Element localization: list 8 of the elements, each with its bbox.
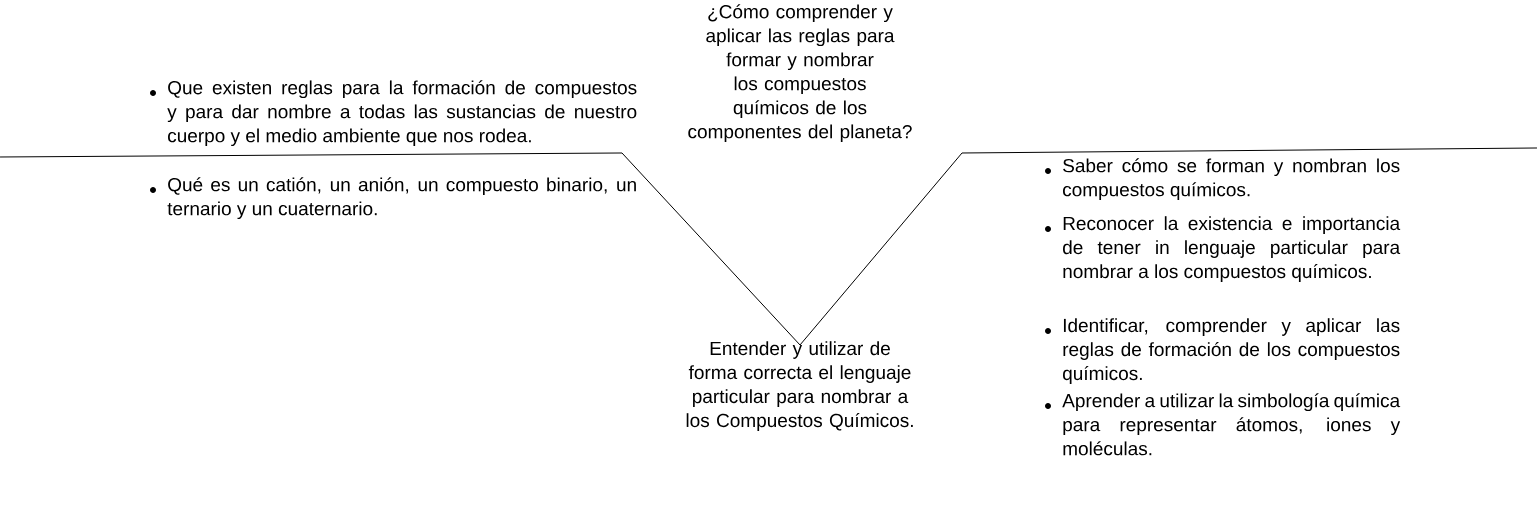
list-item: Que existen reglas para la formación de compuestos y para dar nombre a todas las sustancias de nuestro cuerpo y el medio ambiente que nos rodea. [167,80,637,147]
list-item: Qué es un catión, un anión, un compuesto binario, un ternario y un cuaternario. [167,177,636,220]
list-item: Reconocer la existencia e importancia de tener in lenguaje particular para nombrar a los compuestos químicos. [1063,216,1401,282]
list-item: Aprender a utilizar la simbología química para representar átomos, iones y moléculas. [1062,393,1401,456]
v-text: Entender y utilizar de forma correcta el lenguaje particular para nombrar a los Compuestos Químicos. [686,341,913,431]
list-item: Saber cómo se forman y nombran los compuestos químicos. [1063,158,1400,201]
v-text: ¿Cómo comprender y aplicar las reglas para formar y nombrar los compuestos químicos de los componentes del planeta? [688,4,912,143]
list-item: Identificar, comprender y aplicar las reglas de formación de los compuestos químicos. [1063,318,1400,384]
